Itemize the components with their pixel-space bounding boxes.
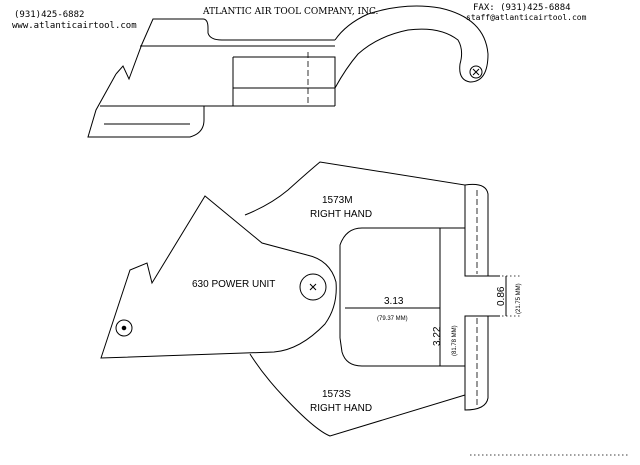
side-view-jaw bbox=[87, 5, 489, 138]
lower-jaw-hand: RIGHT HAND bbox=[310, 403, 372, 414]
upper-jaw-outline bbox=[244, 161, 466, 262]
plan-view-assembly bbox=[100, 161, 630, 456]
pivot-pin-icon bbox=[299, 273, 327, 301]
power-unit-label: 630 POWER UNIT bbox=[192, 279, 275, 290]
phone-number: (931)425-6882 bbox=[14, 10, 85, 20]
power-unit-outline bbox=[100, 195, 337, 359]
website-address: www.atlanticairtool.com bbox=[12, 21, 137, 31]
upper-jaw-hand: RIGHT HAND bbox=[310, 209, 372, 220]
lower-jaw-outline bbox=[249, 337, 466, 437]
gap-dimension-mm: (21.75 MM) bbox=[516, 283, 522, 314]
mount-hole-icon bbox=[115, 319, 133, 337]
width-dimension-mm: (79.37 MM) bbox=[377, 316, 408, 322]
lower-jaw-part-number: 1573S bbox=[322, 389, 351, 400]
company-name: ATLANTIC AIR TOOL COMPANY, INC. bbox=[203, 7, 379, 17]
width-dimension: 3.13 bbox=[384, 296, 404, 307]
height-dimension: 3.22 bbox=[432, 326, 443, 346]
gap-dimension: 0.86 bbox=[496, 286, 507, 306]
upper-jaw-tip bbox=[464, 183, 489, 277]
fax-number: FAX: (931)425-6884 bbox=[473, 3, 571, 13]
height-dimension-mm: (81.78 MM) bbox=[452, 325, 458, 356]
upper-jaw-part-number: 1573M bbox=[322, 195, 353, 206]
pivot-pin-icon bbox=[469, 65, 483, 79]
email-address: staff@atlanticairtool.com bbox=[466, 13, 587, 22]
lower-jaw-tip bbox=[464, 315, 489, 411]
